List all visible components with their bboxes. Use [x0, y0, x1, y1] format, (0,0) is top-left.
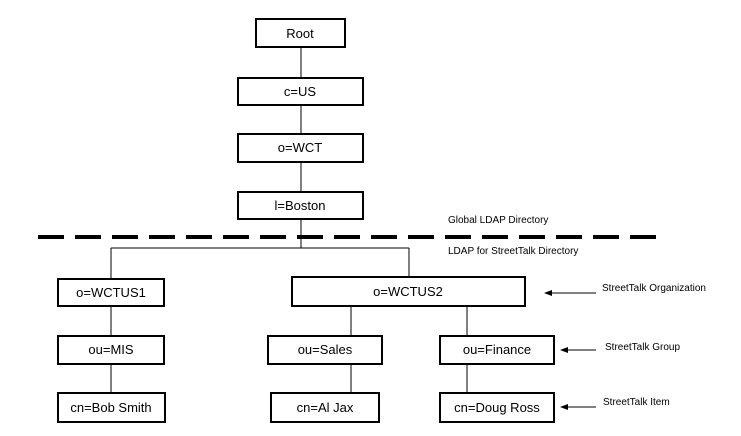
arrow-left-icon: [560, 347, 568, 353]
annotation-item: StreetTalk Item: [560, 397, 670, 410]
svg-text:StreetTalk Organization: StreetTalk Organization: [602, 283, 706, 294]
svg-text:Root: Root: [286, 26, 314, 41]
node-l-boston: l=Boston: [237, 191, 364, 220]
annotation-organization: StreetTalk Organization: [544, 283, 706, 296]
svg-text:cn=Al Jax: cn=Al Jax: [297, 400, 354, 415]
node-o-wctus1: o=WCTUS1: [57, 278, 165, 307]
svg-text:cn=Doug Ross: cn=Doug Ross: [454, 400, 540, 415]
node-cn-bob-smith: cn=Bob Smith: [57, 392, 166, 423]
svg-text:ou=Finance: ou=Finance: [463, 342, 531, 357]
arrow-left-icon: [560, 404, 568, 410]
svg-text:StreetTalk Group: StreetTalk Group: [605, 342, 680, 353]
svg-text:c=US: c=US: [284, 84, 316, 99]
svg-text:l=Boston: l=Boston: [275, 198, 326, 213]
node-ou-finance: ou=Finance: [439, 335, 555, 365]
region-label-streettalk: LDAP for StreetTalk Directory: [448, 246, 578, 257]
node-root: Root: [255, 18, 346, 48]
node-cn-al-jax: cn=Al Jax: [270, 392, 380, 423]
svg-text:o=WCT: o=WCT: [278, 140, 322, 155]
node-o-wct: o=WCT: [237, 133, 364, 163]
node-o-wctus2: o=WCTUS2: [291, 276, 526, 307]
node-cn-doug-ross: cn=Doug Ross: [439, 392, 555, 423]
svg-text:o=WCTUS2: o=WCTUS2: [373, 284, 443, 299]
node-ou-mis: ou=MIS: [57, 335, 165, 365]
arrow-left-icon: [544, 290, 552, 296]
region-label-global: Global LDAP Directory: [448, 215, 548, 226]
svg-text:ou=MIS: ou=MIS: [88, 342, 133, 357]
edges: [110, 47, 468, 393]
svg-text:ou=Sales: ou=Sales: [298, 342, 353, 357]
svg-text:StreetTalk Item: StreetTalk Item: [603, 397, 670, 408]
svg-text:o=WCTUS1: o=WCTUS1: [76, 285, 146, 300]
annotation-group: StreetTalk Group: [560, 342, 680, 353]
node-c-us: c=US: [237, 77, 364, 106]
svg-text:cn=Bob Smith: cn=Bob Smith: [70, 400, 151, 415]
node-ou-sales: ou=Sales: [267, 335, 383, 365]
